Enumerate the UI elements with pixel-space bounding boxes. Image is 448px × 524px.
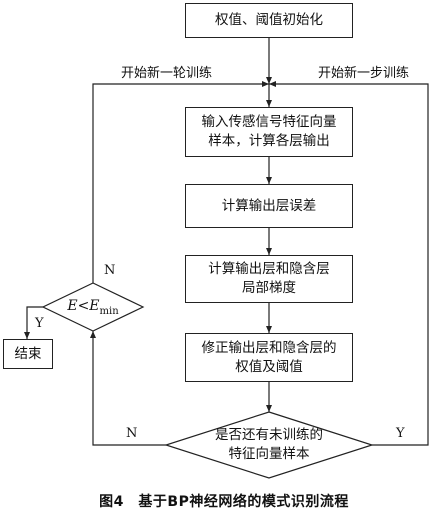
input-text-line2: 样本，计算各层输出: [208, 133, 330, 149]
init-text: 权值、阈值初始化: [215, 12, 323, 28]
decision-samples-text: 是否还有未训练的 特征向量样本: [169, 426, 369, 464]
loop-new-step: [269, 81, 429, 446]
update-box: 修正输出层和隐含层的 权值及阈值: [185, 333, 353, 382]
error-var: E: [67, 298, 78, 314]
label-no-samples: N: [126, 426, 138, 441]
decision-error-text: E<Emin: [43, 297, 143, 321]
decision-samples-diamond: [164, 411, 374, 479]
update-text-line1: 修正输出层和隐含层的: [201, 339, 337, 356]
label-new-round: 开始新一轮训练: [121, 66, 213, 81]
path-to-end: [24, 306, 43, 339]
calc-error-box: 计算输出层误差: [185, 184, 353, 228]
gradient-text-line2: 局部梯度: [242, 280, 296, 296]
update-text-line2: 权值及阈值: [235, 358, 303, 375]
end-box: 结束: [3, 339, 53, 369]
end-text: 结束: [14, 345, 42, 362]
input-text-line1: 输入传感信号特征向量: [201, 114, 337, 130]
label-yes-samples: Y: [396, 426, 405, 441]
decision-error-diamond: [41, 282, 145, 332]
decision-samples-line2: 特征向量样本: [228, 446, 310, 462]
label-no-round: N: [104, 263, 116, 278]
error-op: <: [77, 298, 90, 314]
label-new-step: 开始新一步训练: [318, 66, 410, 81]
gradient-box: 计算输出层和隐含层 局部梯度: [185, 255, 353, 303]
path-to-error-check: [90, 331, 166, 446]
label-yes-end: Y: [35, 316, 44, 331]
gradient-text-line1: 计算输出层和隐含层: [208, 261, 330, 277]
error-limit-sub: min: [99, 305, 119, 317]
loop-new-round: [92, 81, 269, 283]
input-box: 输入传感信号特征向量 样本，计算各层输出: [185, 107, 353, 157]
init-box: 权值、阈值初始化: [185, 3, 353, 38]
error-limit: E: [89, 298, 100, 314]
calc-error-text: 计算输出层误差: [221, 197, 317, 214]
figure-caption: 图4 基于BP神经网络的模式识别流程: [99, 494, 349, 510]
decision-samples-line1: 是否还有未训练的: [215, 427, 323, 443]
